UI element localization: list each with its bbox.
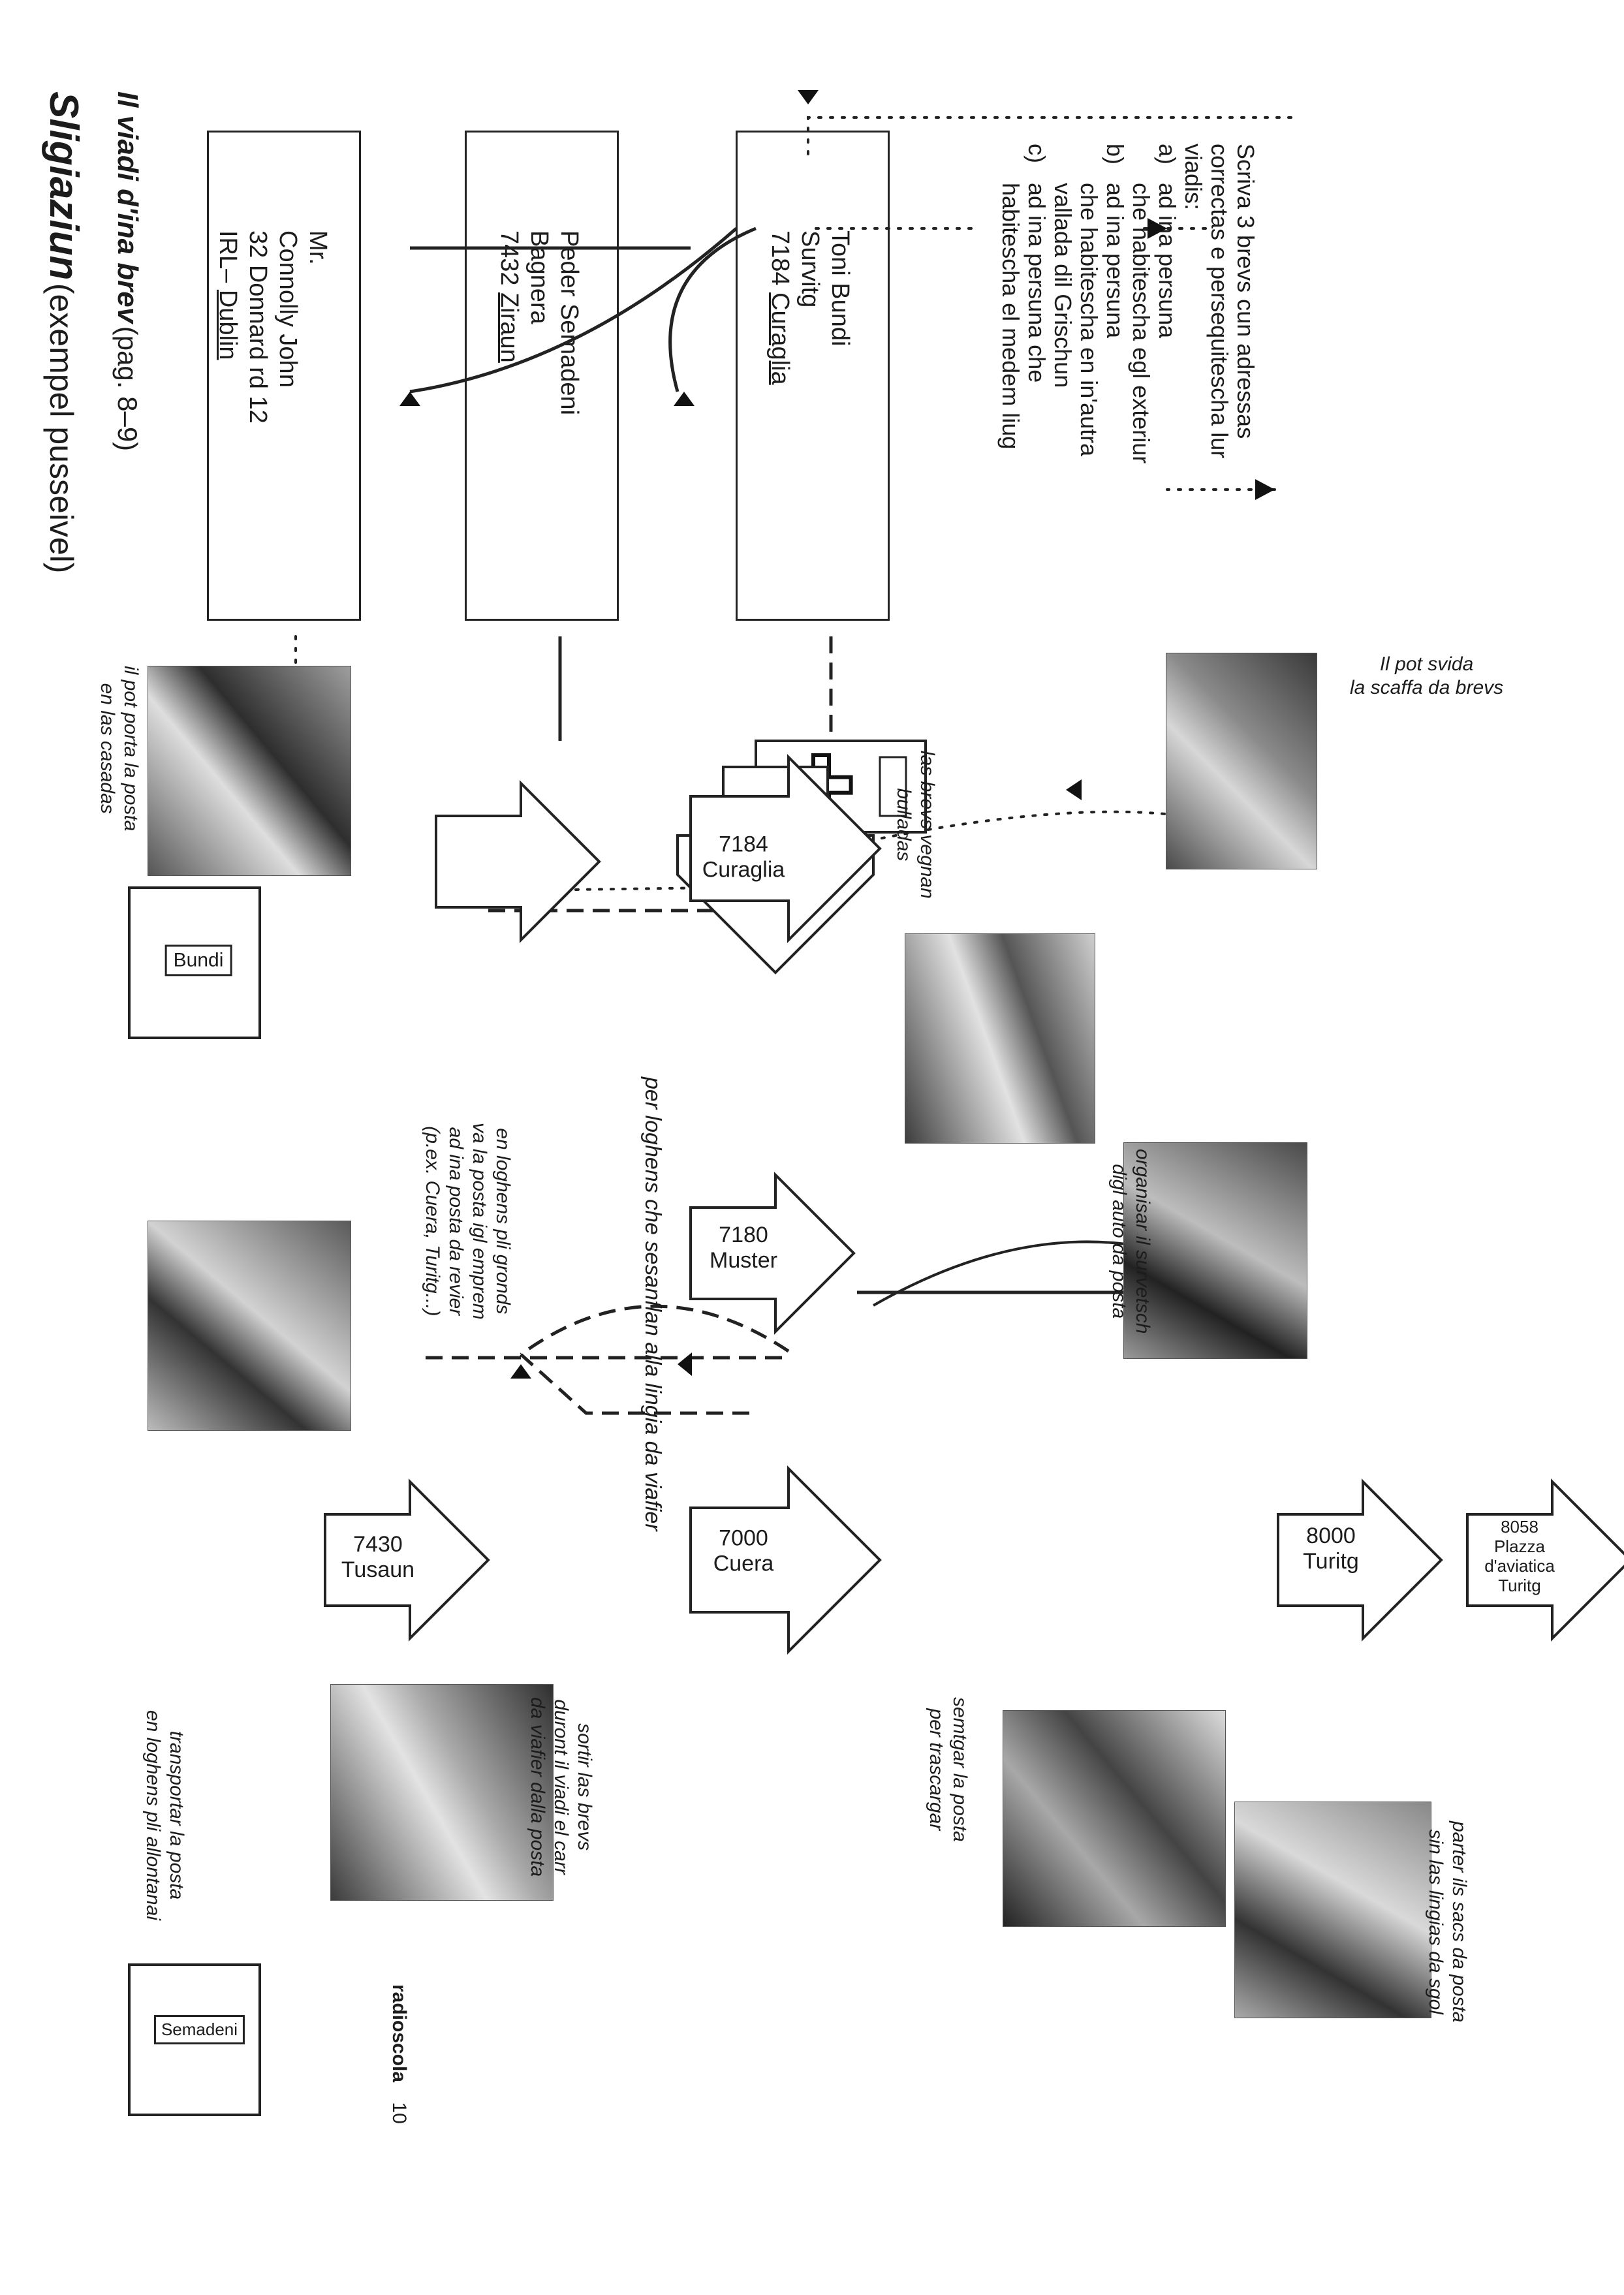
caption-line: organisar il survetsch	[1132, 1149, 1153, 1334]
office-code: 7184	[719, 832, 768, 857]
photo-railway-mail-car	[330, 1684, 554, 1901]
office-code: 8058	[1501, 1516, 1538, 1537]
caption-semtgar: semtgar la posta per trascargar	[924, 1697, 971, 1842]
house-bundi-shape	[128, 886, 261, 1039]
office-name: Plazza	[1493, 1536, 1546, 1556]
caption-line: sin las lingias da sgol	[1425, 1829, 1446, 2014]
office-label-muster: 7180 Muster	[710, 1223, 777, 1273]
caption-casadas: il pot porta la posta en las casadas	[95, 666, 142, 832]
caption-line: en loghens pli allontanai	[142, 1710, 164, 1920]
caption-line: Il pot svida	[1379, 653, 1474, 675]
caption-railway-arc: per loghens che sesanflan alla lingia da…	[640, 1077, 665, 1531]
photo-airplane-bags	[1234, 1802, 1431, 2018]
office-label-cuera: 7000 Cuera	[713, 1525, 774, 1576]
caption-line: transportar la posta	[166, 1730, 187, 1900]
caption-line: las brevs vegnan	[916, 751, 938, 899]
photo-stamping-letters	[905, 933, 1095, 1144]
photo-postman-emptying-box	[1166, 653, 1317, 869]
photo-postman-delivery	[148, 666, 351, 876]
office-label-turitg: 8000 Turitg	[1303, 1523, 1359, 1574]
caption-gronds: en loghens pli gronds va la posta igl em…	[420, 1123, 514, 1320]
caption-line: il pot porta la posta	[120, 666, 142, 832]
caption-line: en loghens pli gronds	[492, 1128, 514, 1315]
office-name: d'aviatica	[1484, 1555, 1555, 1576]
caption-bulladas: las brevs vegnan bulladas	[892, 751, 939, 899]
office-code: 8000	[1306, 1523, 1356, 1548]
caption-line: sortir las brevs	[574, 1723, 595, 1851]
post-office-tusaun-shape	[324, 1478, 490, 1642]
office-name: Muster	[710, 1247, 777, 1273]
photo-mountain-train	[148, 1221, 351, 1431]
caption-line: en las casadas	[97, 683, 118, 814]
office-label-airport: 8058 Plazza d'aviatica Turitg	[1484, 1517, 1555, 1595]
caption-line: parter ils sacs da posta	[1448, 1821, 1470, 2023]
caption-line: la scaffa da brevs	[1350, 677, 1504, 698]
caption-line: (p.ex. Cuera, Turitg...)	[422, 1126, 443, 1317]
post-office-muster-shape	[689, 1172, 856, 1335]
office-name: Turitg	[1498, 1575, 1541, 1595]
office-name: Curaglia	[702, 857, 785, 882]
post-office-airport-shape	[1466, 1478, 1624, 1642]
post-office-cuera-shape	[689, 1465, 882, 1655]
caption-transportar: transportar la posta en loghens pli allo…	[141, 1710, 188, 1920]
caption-sacs: parter ils sacs da posta sin las lingias…	[1424, 1821, 1471, 2022]
caption-line: va la posta igl emprem	[469, 1123, 490, 1320]
office-name: Tusaun	[341, 1557, 415, 1583]
caption-line: duront il viadi el carr	[550, 1699, 572, 1875]
caption-scaffa: Il pot svida la scaffa da brevs	[1350, 653, 1503, 700]
office-code: 7180	[719, 1222, 768, 1247]
caption-line: ad ina posta da revier	[445, 1127, 467, 1316]
caption-line: digl auto da posta	[1108, 1164, 1130, 1319]
photo-loading-truck	[1003, 1710, 1226, 1927]
office-label-tusaun: 7430 Tusaun	[341, 1532, 414, 1583]
caption-line: per trascargar	[926, 1708, 947, 1831]
post-office-turitg-shape	[1277, 1478, 1443, 1642]
caption-line: semtgar la posta	[949, 1697, 971, 1842]
caption-sortir: sortir las brevs duront il viadi el carr…	[525, 1697, 596, 1877]
post-office-bundi-route-shape	[435, 780, 601, 943]
post-office-curaglia-shape	[689, 754, 882, 943]
house-label-semadeni: Semadeni	[153, 2015, 245, 2045]
office-label-curaglia: 7184 Curaglia	[702, 832, 785, 882]
house-label-bundi: Bundi	[164, 945, 232, 976]
office-name: Turitg	[1303, 1548, 1359, 1574]
office-code: 7000	[719, 1525, 768, 1551]
office-code: 7430	[353, 1532, 403, 1557]
caption-line: da viafier dalla posta	[527, 1697, 548, 1877]
office-name: Cuera	[713, 1551, 774, 1576]
house-semadeni-shape	[128, 1963, 261, 2116]
caption-survetsch: organisar il survetsch digl auto da post…	[1107, 1149, 1154, 1334]
caption-line: bulladas	[893, 788, 914, 862]
